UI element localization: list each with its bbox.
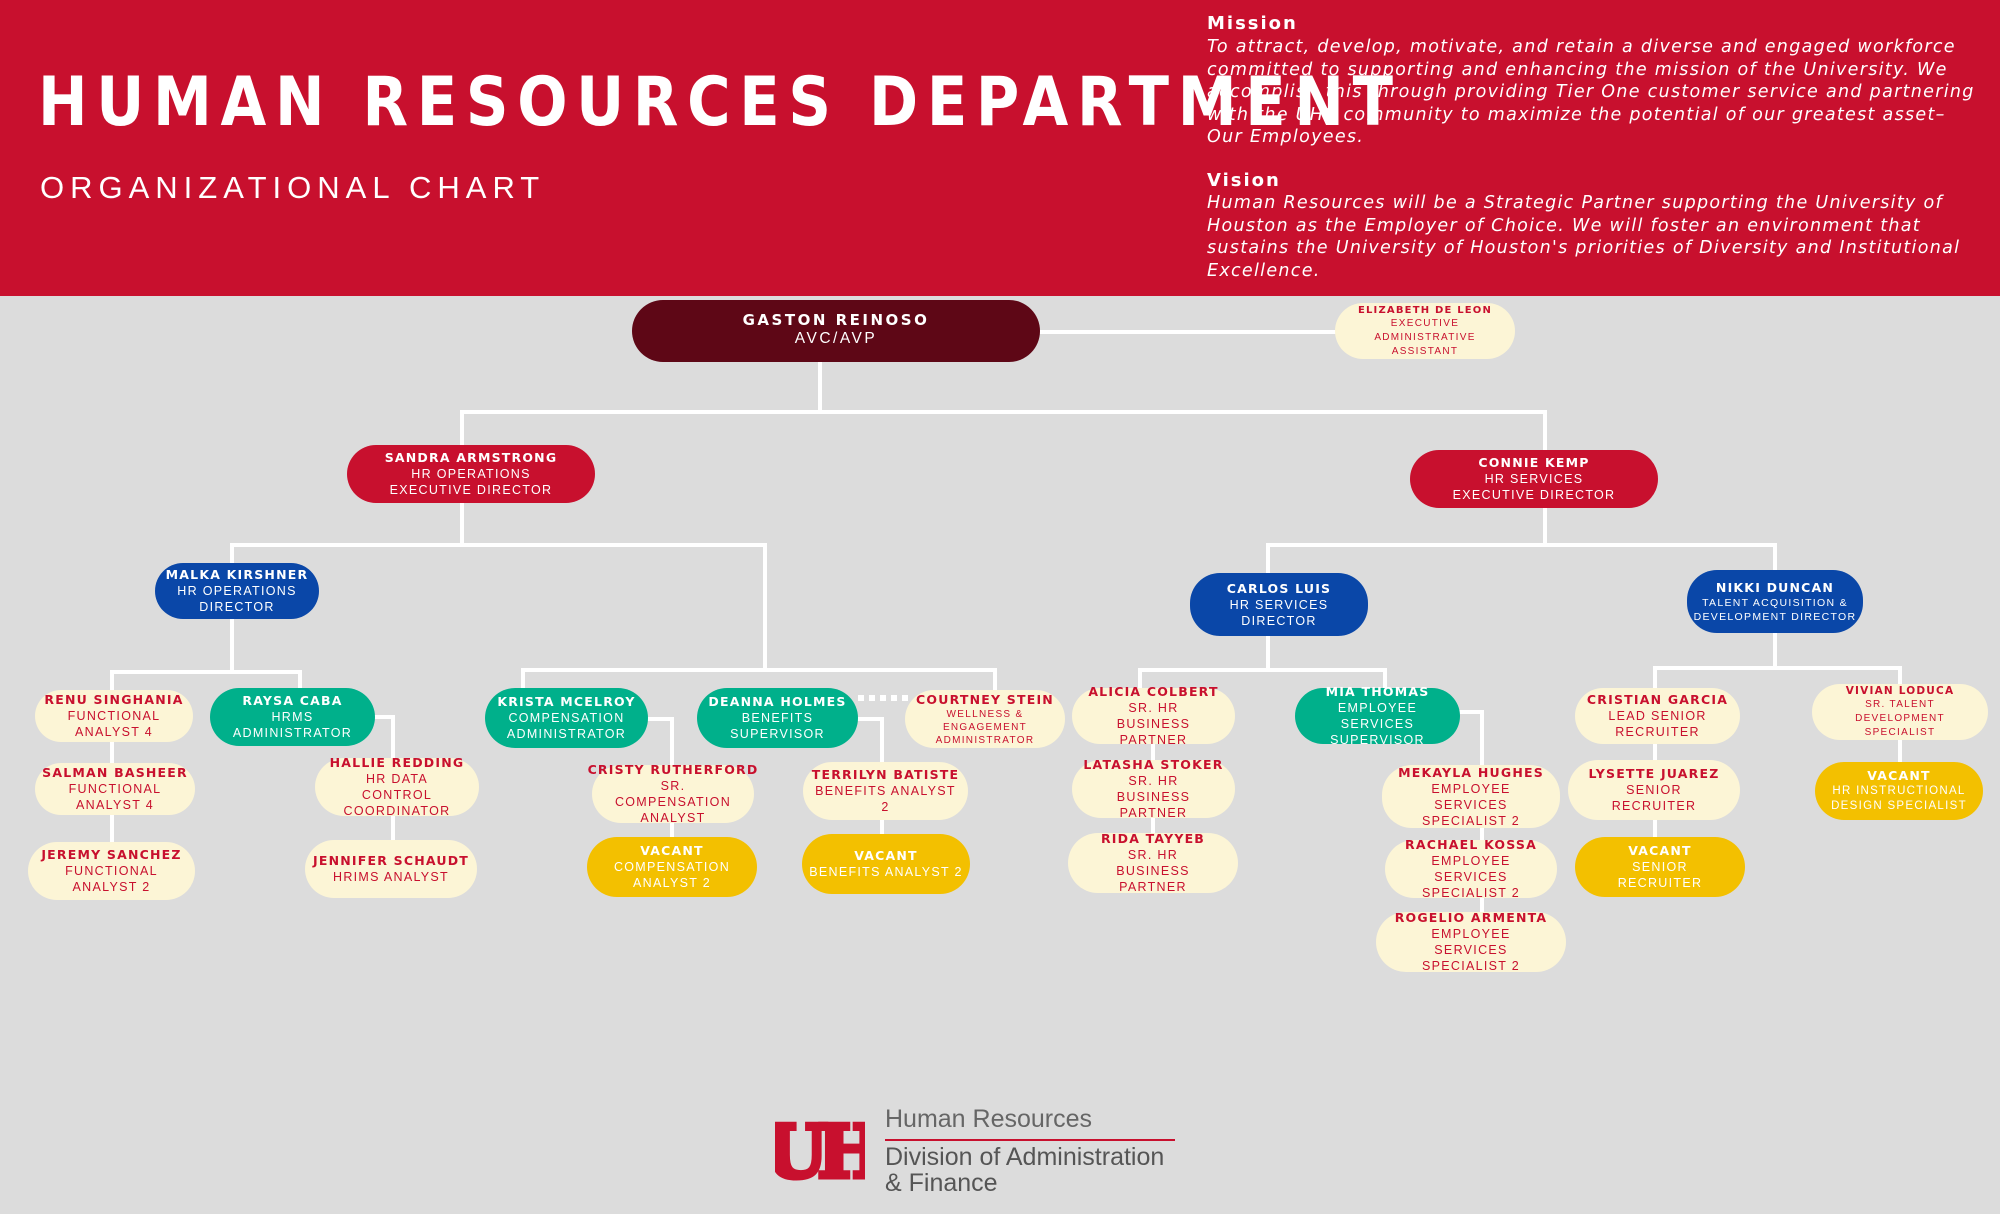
page-title: HUMAN RESOURCES DEPARTMENT (38, 63, 1402, 142)
header-banner: HUMAN RESOURCES DEPARTMENT ORGANIZATIONA… (0, 0, 2000, 296)
org-node-vivian-loduca: VIVIAN LODUCA SR. TALENT DEVELOPMENT SPE… (1812, 684, 1988, 740)
org-node-avc: GASTON REINOSO AVC/AVP (632, 300, 1040, 362)
org-node-alicia-colbert: ALICIA COLBERT SR. HR BUSINESS PARTNER (1072, 684, 1235, 747)
mission-heading: Mission (1207, 13, 1298, 34)
org-node-courtney-stein: COURTNEY STEIN WELLNESS & ENGAGEMENT ADM… (905, 690, 1065, 748)
footer-divider (885, 1139, 1175, 1141)
footer-logo: UH UH Human Resources Division of Admini… (775, 1105, 1185, 1197)
org-node-cristy-rutherford: CRISTY RUTHERFORD SR. COMPENSATION ANALY… (587, 762, 759, 825)
org-node-vacant-instructional-design: VACANT HR INSTRUCTIONAL DESIGN SPECIALIS… (1815, 762, 1983, 820)
org-node-renu-singhania: RENU SINGHANIA FUNCTIONAL ANALYST 4 (35, 690, 193, 742)
org-node-vacant-compensation: VACANT COMPENSATION ANALYST 2 (587, 837, 757, 897)
org-node-exec-assistant: ELIZABETH DE LEON EXECUTIVE ADMINISTRATI… (1335, 303, 1515, 359)
org-node-hr-ops-director: MALKA KIRSHNER HR OPERATIONS DIRECTOR (155, 563, 319, 619)
org-node-latasha-stoker: LATASHA STOKER SR. HR BUSINESS PARTNER (1072, 757, 1235, 820)
org-node-lysette-juarez: LYSETTE JUAREZ SENIOR RECRUITER (1568, 760, 1740, 820)
org-node-rida-tayyeb: RIDA TAYYEB SR. HR BUSINESS PARTNER (1068, 831, 1238, 894)
org-node-mekayla-hughes: MEKAYLA HUGHES EMPLOYEE SERVICES SPECIAL… (1382, 765, 1560, 828)
org-node-vacant-benefits: VACANT BENEFITS ANALYST 2 (802, 834, 970, 894)
org-node-raysa-caba: RAYSA CABA HRMS ADMINISTRATOR (210, 688, 375, 746)
org-node-rachael-kossa: RACHAEL KOSSA EMPLOYEE SERVICES SPECIALI… (1385, 837, 1557, 900)
org-node-hallie-redding: HALLIE REDDING HR DATA CONTROL COORDINAT… (315, 755, 479, 818)
org-node-hr-ops-exec: SANDRA ARMSTRONG HR OPERATIONS EXECUTIVE… (347, 445, 595, 503)
org-node-jennifer-schaudt: JENNIFER SCHAUDT HRIMS ANALYST (305, 840, 477, 898)
org-node-hr-services-director: CARLOS LUIS HR SERVICES DIRECTOR (1190, 573, 1368, 636)
org-node-talent-director: NIKKI DUNCAN TALENT ACQUISITION & DEVELO… (1687, 570, 1863, 633)
org-node-vacant-recruiter: VACANT SENIOR RECRUITER (1575, 837, 1745, 897)
uh-logo-icon: UH UH (775, 1107, 865, 1194)
org-node-hr-services-exec: CONNIE KEMP HR SERVICES EXECUTIVE DIRECT… (1410, 450, 1658, 508)
footer-division-line2: & Finance (885, 1169, 998, 1197)
page-subtitle: ORGANIZATIONAL CHART (40, 170, 546, 205)
org-node-cristian-garcia: CRISTIAN GARCIA LEAD SENIOR RECRUITER (1575, 688, 1740, 744)
org-node-deanna-holmes: DEANNA HOLMES BENEFITS SUPERVISOR (697, 688, 858, 748)
org-node-rogelio-armenta: ROGELIO ARMENTA EMPLOYEE SERVICES SPECIA… (1376, 910, 1566, 973)
footer-unit-name: Human Resources (885, 1105, 1093, 1133)
org-node-krista-mcelroy: KRISTA MCELROY COMPENSATION ADMINISTRATO… (485, 688, 648, 748)
org-node-salman-basheer: SALMAN BASHEER FUNCTIONAL ANALYST 4 (35, 763, 195, 815)
svg-text:UH: UH (775, 1109, 865, 1193)
vision-heading: Vision (1207, 170, 1281, 191)
svg-text:UH: UH (775, 1109, 865, 1193)
vision-text: Human Resources will be a Strategic Part… (1207, 193, 1961, 281)
footer-division-line1: Division of Administration (885, 1143, 1165, 1171)
org-node-mia-thomas: MIA THOMAS EMPLOYEE SERVICES SUPERVISOR (1295, 684, 1460, 747)
org-node-jeremy-sanchez: JEREMY SANCHEZ FUNCTIONAL ANALYST 2 (28, 842, 195, 900)
mission-text: To attract, develop, motivate, and retai… (1207, 37, 1975, 147)
org-node-terrilyn-batiste: TERRILYN BATISTE BENEFITS ANALYST 2 (803, 762, 968, 820)
